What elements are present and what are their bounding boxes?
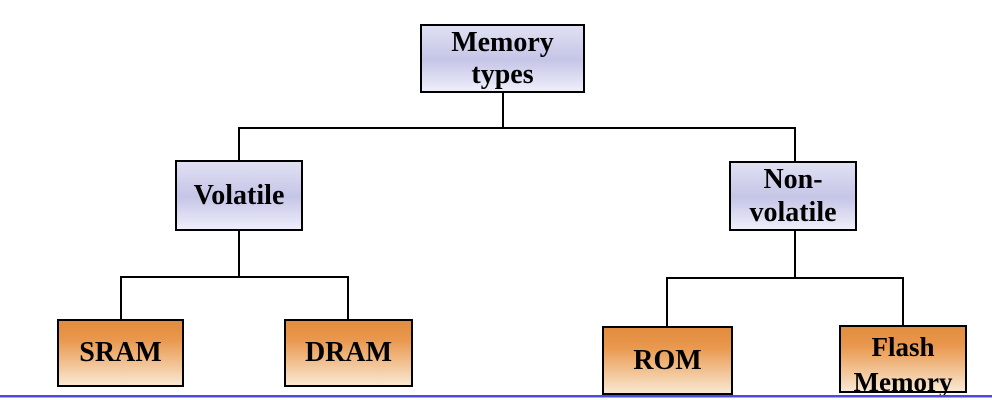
node-flash-memory-label-line1: Flash — [871, 332, 935, 362]
edge-root-trunk — [502, 93, 504, 127]
edge-to-volatile — [238, 127, 240, 160]
edge-to-sram — [120, 276, 122, 319]
node-dram-label: DRAM — [304, 337, 393, 368]
edge-level1-horizontal — [238, 127, 796, 129]
node-non-volatile: Non- volatile — [729, 161, 857, 231]
edge-volatile-trunk — [238, 231, 240, 276]
edge-to-rom — [666, 277, 668, 326]
node-rom: ROM — [602, 326, 733, 395]
edge-volatile-horizontal — [120, 276, 349, 278]
node-non-volatile-label-line1: Non- — [763, 164, 823, 195]
edge-to-flash-memory — [902, 277, 904, 325]
node-sram: SRAM — [57, 319, 184, 387]
edge-non-volatile-horizontal — [666, 277, 904, 279]
slide-footer-rule — [0, 395, 992, 398]
node-rom-label: ROM — [633, 344, 702, 376]
node-volatile-label: Volatile — [193, 179, 285, 211]
node-dram: DRAM — [284, 319, 413, 387]
node-non-volatile-label-line2: volatile — [749, 197, 837, 228]
node-flash-memory: Flash Memory — [839, 325, 967, 397]
node-sram-label: SRAM — [79, 337, 162, 368]
edge-non-volatile-trunk — [794, 231, 796, 277]
node-volatile: Volatile — [175, 160, 303, 231]
node-memory-types: Memory types — [420, 24, 585, 93]
node-memory-types-label-line2: types — [471, 58, 534, 90]
node-memory-types-label-line1: Memory — [451, 26, 554, 58]
edge-to-non-volatile — [794, 127, 796, 161]
edge-to-dram — [347, 276, 349, 319]
node-flash-memory-label-line2: Memory — [853, 367, 953, 397]
